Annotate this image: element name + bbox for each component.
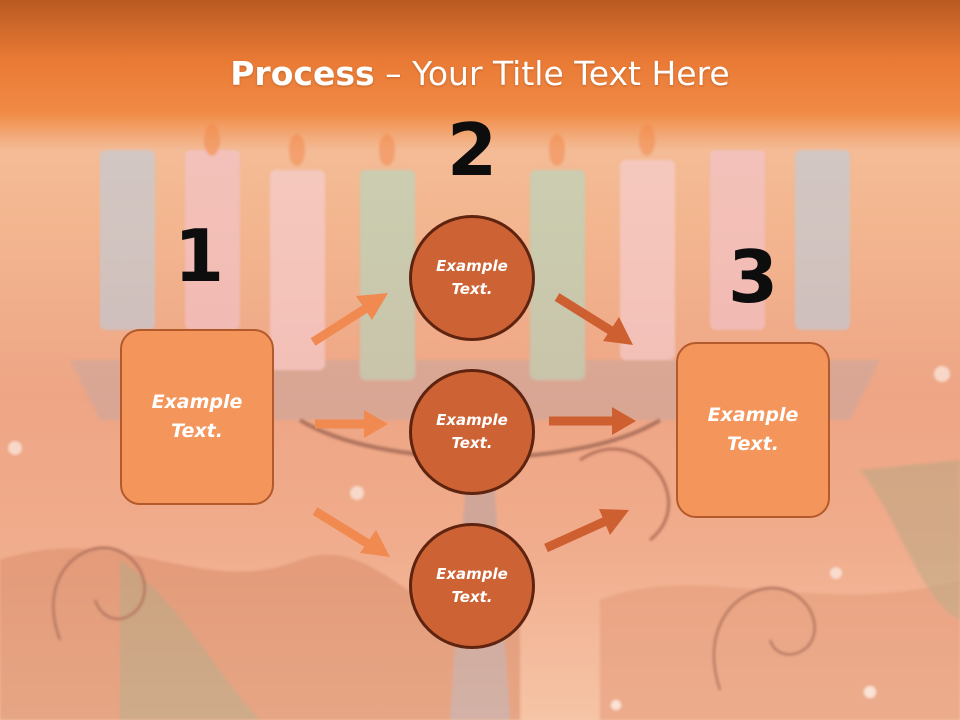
step-2-circle-top[interactable]: Example Text. [409,215,535,341]
arrow-from-middle-circle [549,407,636,435]
step-2-circle-bottom[interactable]: Example Text. [409,523,535,649]
arrow-to-top-circle [310,293,388,346]
title-bar [0,0,960,150]
arrow-from-bottom-circle [544,509,629,553]
slide-title: Process – Your Title Text Here [0,52,960,96]
step-1-box[interactable]: Example Text. [120,329,274,505]
arrow-to-bottom-circle [312,507,390,557]
step-2-circle-middle[interactable]: Example Text. [409,369,535,495]
arrow-from-top-circle [554,293,633,345]
arrow-to-middle-circle [315,410,388,438]
circle-label-bottom: Example Text. [436,565,508,606]
step-3-label: Example Text. [707,404,799,455]
circle-label-middle: Example Text. [436,411,508,452]
step-number-2: 2 [446,108,498,192]
step-number-1: 1 [173,214,225,298]
title-bold: Process [230,54,375,93]
step-number-3: 3 [727,235,779,319]
title-rest: – Your Title Text Here [374,54,730,93]
step-1-label: Example Text. [151,391,243,442]
circle-label-top: Example Text. [436,257,508,298]
step-3-box[interactable]: Example Text. [676,342,830,518]
